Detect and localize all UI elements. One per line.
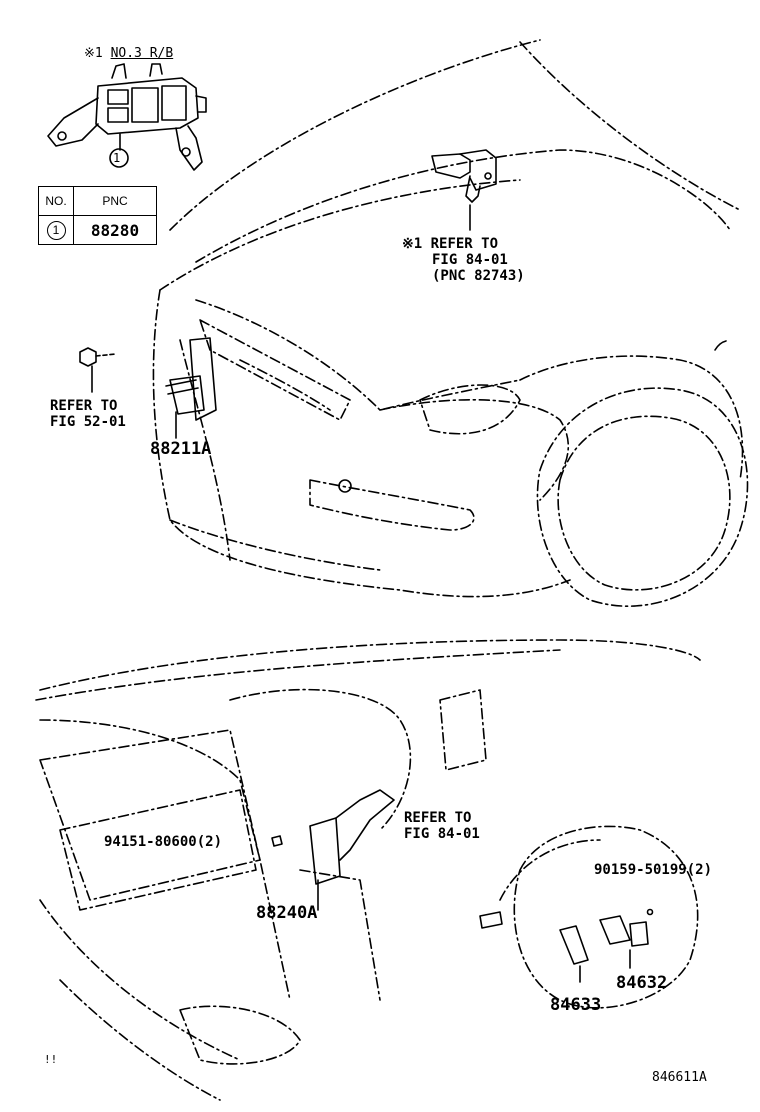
part-90159-50199: 90159-50199(2) (594, 862, 713, 878)
corner-mark: !! (44, 1053, 58, 1066)
vehicle-front-drawing (152, 39, 749, 607)
pnc-table: NO. PNC 1 88280 (38, 186, 157, 245)
relay-block-drawing (47, 63, 207, 171)
row-pnc: 88280 (73, 215, 157, 245)
part-84632: 84632 (616, 973, 668, 993)
steering-switch-drawing (479, 908, 654, 983)
part-84633: 84633 (550, 995, 602, 1015)
header-no: NO. (38, 186, 74, 216)
bolt-88211a-drawing (79, 337, 217, 439)
table-row: 1 88280 (38, 215, 157, 245)
refer-fig-84-01-bottom: REFER TO FIG 84-01 (404, 810, 480, 842)
ecu-88240a-drawing (271, 789, 395, 911)
part-88211a: 88211A (150, 439, 212, 459)
row-number: 1 (46, 220, 66, 240)
part-94151-80600: 94151-80600(2) (104, 834, 223, 850)
callout-circle (109, 148, 129, 168)
refer-fig-52-01: REFER TO FIG 52-01 (50, 398, 126, 430)
part-88240a: 88240A (256, 903, 318, 923)
pnc-table-header: NO. PNC (38, 186, 157, 216)
header-pnc: PNC (73, 186, 157, 216)
refer-fig-84-01-top: ※1 REFER TO FIG 84-01 (PNC 82743) (402, 236, 525, 284)
relay-block-note: ※1 NO.3 R/B (84, 46, 173, 62)
relay-block-label: NO.3 R/B (110, 46, 174, 61)
reference-mark: ※1 (84, 46, 103, 61)
dashboard-drawing (35, 639, 701, 1101)
fog-lamp (338, 479, 352, 493)
callout-number: 1 (113, 151, 121, 165)
sensor-drawing (431, 149, 497, 231)
figure-id: 846611A (652, 1070, 707, 1085)
